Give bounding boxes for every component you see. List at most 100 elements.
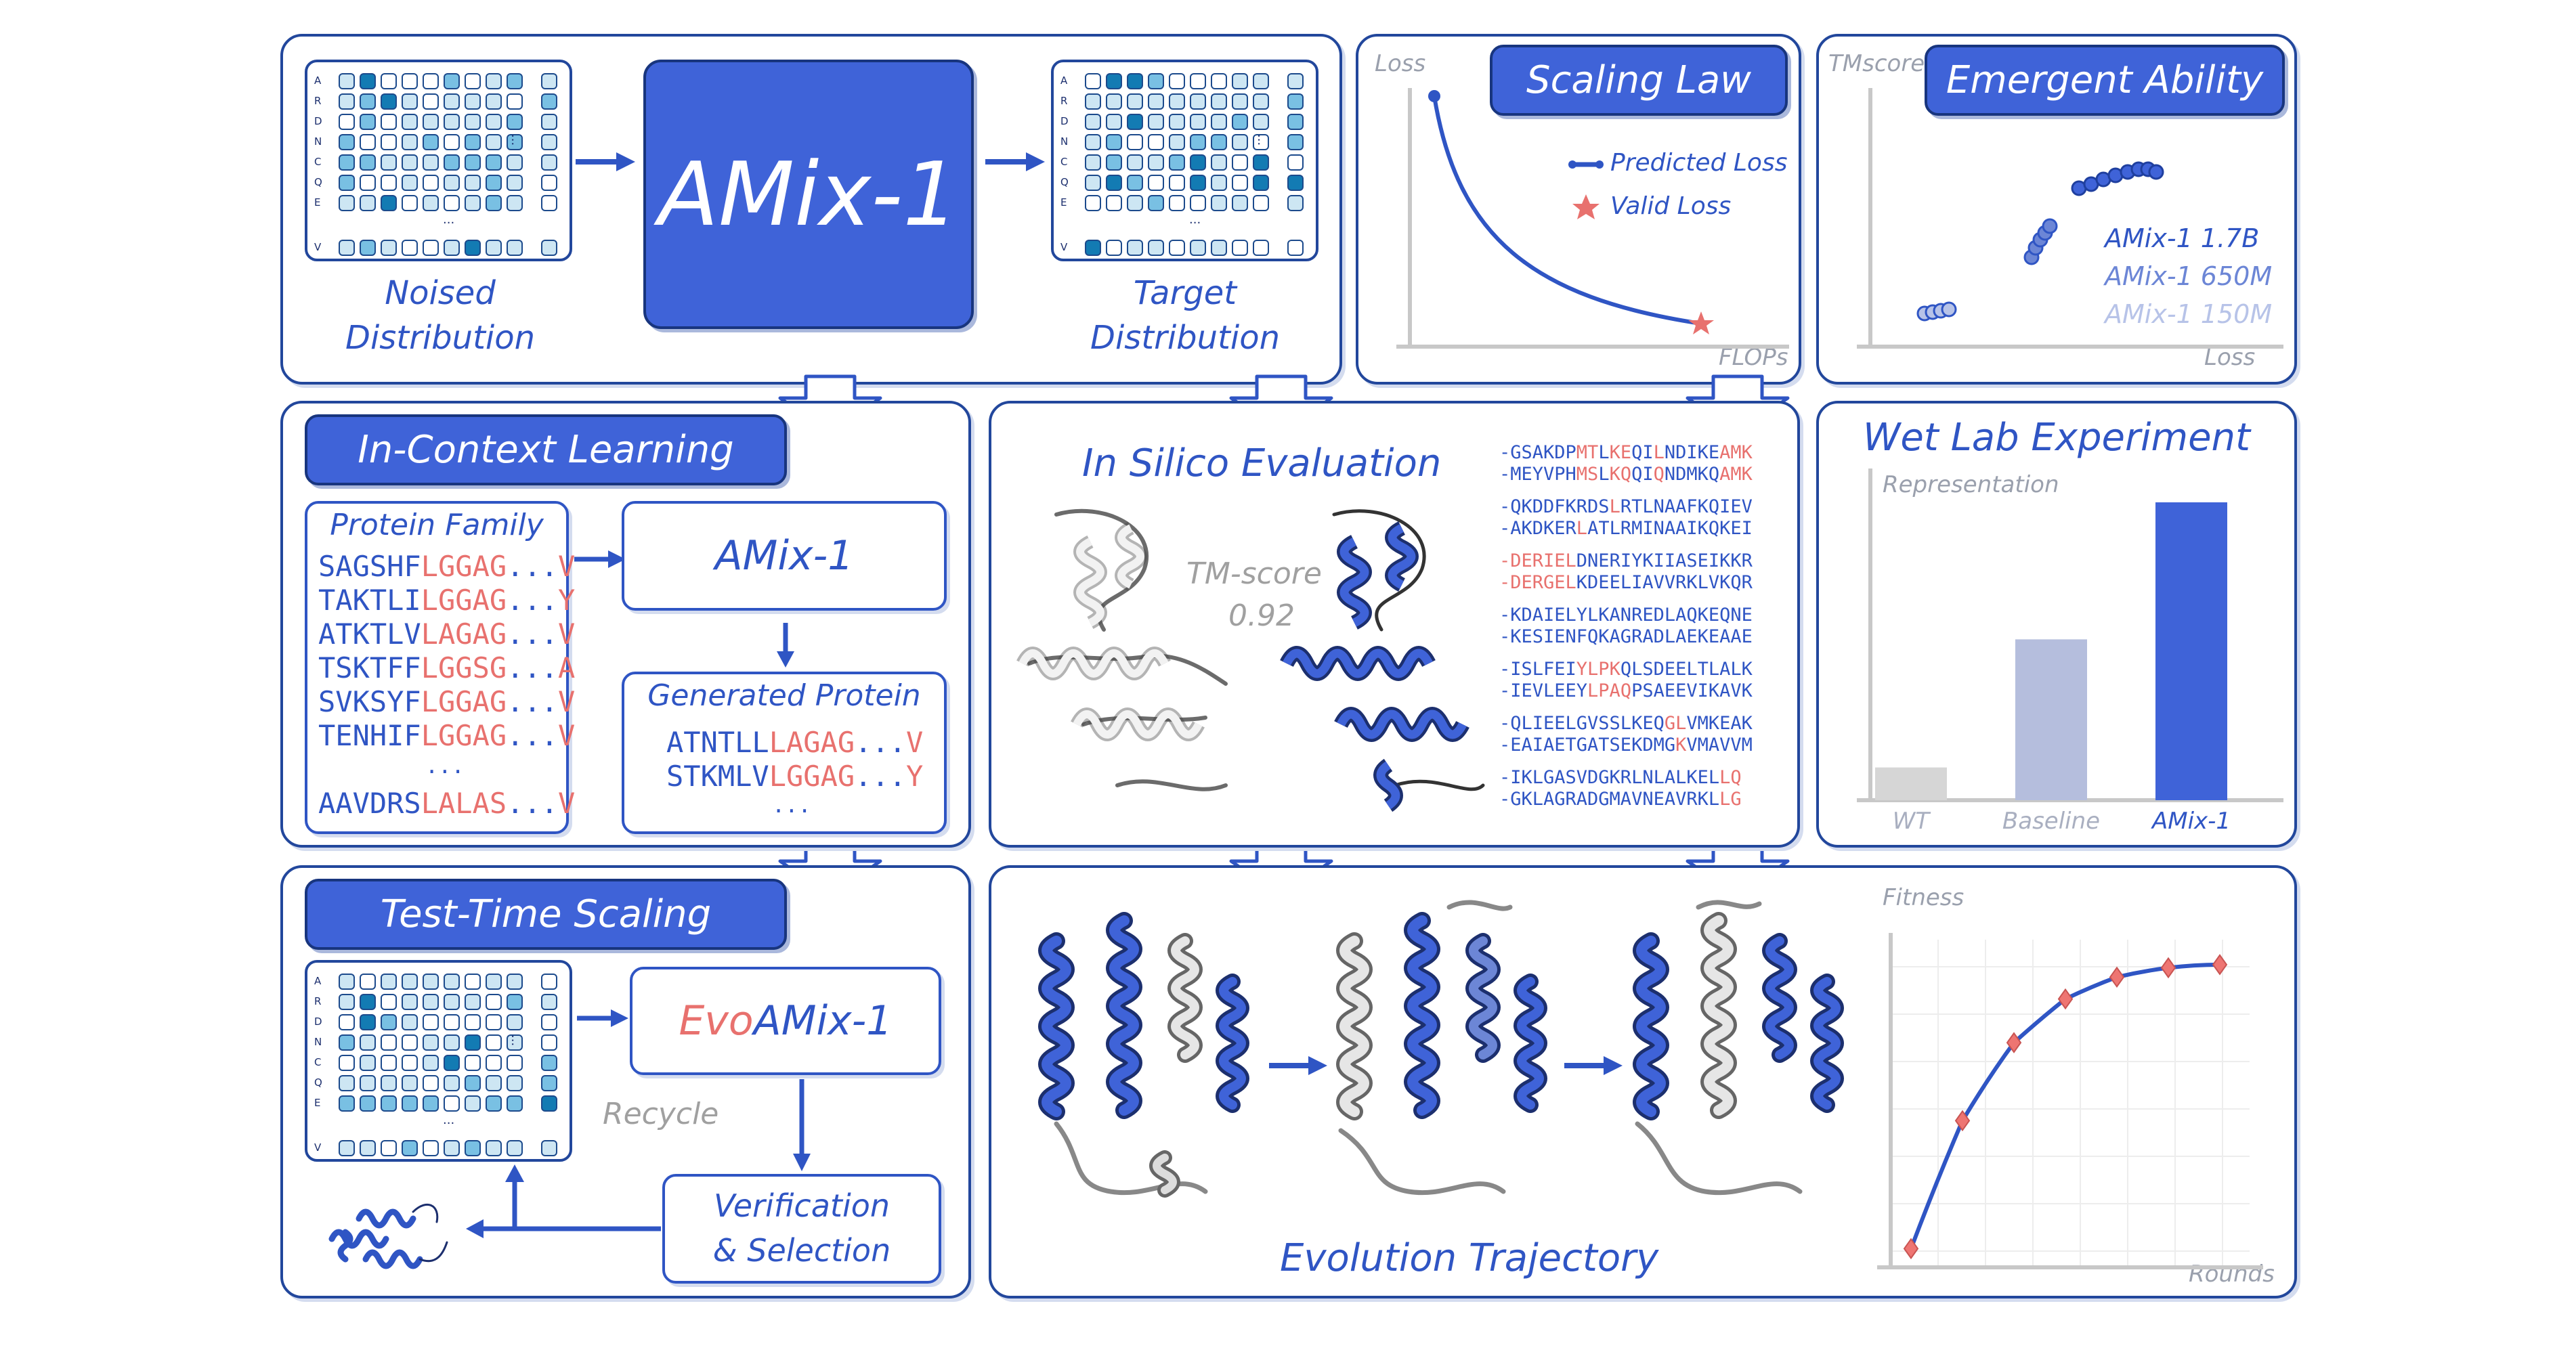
evaluation-sequence-segment: MS	[1576, 464, 1599, 485]
matrix-cell	[423, 1014, 439, 1030]
matrix-row-letter: V	[314, 241, 322, 253]
sequence-row: AAVDRSLALAS...V	[318, 787, 575, 820]
matrix-cell	[339, 1140, 355, 1156]
matrix-cell	[507, 1140, 523, 1156]
matrix-cell	[486, 1055, 502, 1071]
sequence-segment: V	[558, 617, 576, 651]
evaluation-sequence-segment: -QKDDFKRDS	[1499, 496, 1610, 517]
matrix-cell	[465, 1140, 481, 1156]
matrix-cell	[1127, 114, 1143, 130]
generated-protein-title: Generated Protein	[647, 678, 921, 713]
matrix-cell	[1232, 240, 1248, 256]
matrix-cell	[423, 114, 439, 130]
matrix-cell	[339, 154, 355, 171]
sequence-row: SAGSHFLGGAG...V	[318, 550, 575, 583]
matrix-cell	[1190, 114, 1206, 130]
amix-model-block: AMix-1	[643, 60, 974, 329]
sequence-segment: ...	[507, 719, 559, 752]
matrix-cell	[339, 195, 355, 211]
sequence-row: TENHIFLGGAG...V	[318, 719, 575, 752]
matrix-cell	[1232, 154, 1248, 171]
evaluation-sequence-line: -DERIELDNERIYKIIASEIKKR	[1499, 550, 1753, 573]
target-distribution-label: Target Distribution	[1090, 274, 1281, 357]
evaluation-sequence-line: -AKDKERLATLRMINAAIKQKEI	[1499, 517, 1753, 540]
matrix-cell	[1232, 134, 1248, 150]
arrow-evo-to-verify	[793, 1079, 811, 1171]
fitness-grid	[1890, 940, 2250, 1267]
matrix-cell	[1190, 175, 1206, 191]
output-protein-icon	[328, 1203, 448, 1269]
matrix-cell	[465, 1014, 481, 1030]
sequence-segment: GAG	[803, 760, 855, 793]
matrix-cell	[507, 175, 523, 191]
points-1-7b	[2071, 161, 2164, 196]
matrix-row-letter: V	[1060, 241, 1068, 253]
matrix-cell	[1085, 73, 1101, 89]
matrix-cell	[444, 1095, 460, 1112]
point-650m-5	[2042, 218, 2058, 234]
matrix-cell	[423, 175, 439, 191]
matrix-row-letter: Q	[314, 1076, 322, 1089]
matrix-cell	[402, 1055, 418, 1071]
matrix-cell	[486, 134, 502, 150]
sequence-segment: V	[558, 685, 576, 718]
matrix-cell	[486, 154, 502, 171]
evaluation-sequence-segment: L	[1609, 496, 1620, 517]
bar-label-wt: WT	[1893, 808, 1931, 835]
matrix-cell	[381, 154, 397, 171]
matrix-row-letter: E	[314, 1097, 321, 1109]
matrix-cell	[541, 1075, 557, 1091]
matrix-cell	[402, 1095, 418, 1112]
evaluation-sequence-segment: L	[1653, 442, 1665, 463]
matrix-cell	[1106, 73, 1122, 89]
evaluation-sequence-line: -KDAIELYLKANREDLAQKEQNE	[1499, 604, 1753, 627]
sequence-segment: ...	[855, 760, 907, 793]
evaluation-sequence-line: -QKDDFKRDSLRTLNAAFKQIEV	[1499, 496, 1753, 519]
matrix-cell	[381, 1055, 397, 1071]
matrix-cell	[541, 154, 557, 171]
matrix-cell	[1169, 154, 1185, 171]
matrix-row-letter: Q	[314, 176, 322, 188]
protein-family-title: Protein Family	[330, 508, 544, 542]
matrix-cell	[423, 1095, 439, 1112]
matrix-cell	[360, 114, 376, 130]
matrix-cell	[541, 1055, 557, 1071]
matrix-cell	[1169, 240, 1185, 256]
evaluation-sequence-segment: -DERIEL	[1499, 550, 1576, 571]
matrix-cell	[1127, 93, 1143, 110]
evaluation-sequence-segment: RTLNAAFKQIEV	[1620, 496, 1753, 517]
matrix-cell	[360, 994, 376, 1010]
sequence-segment: GAG	[455, 550, 507, 583]
evaluation-sequence-segment: DNERIYKIIASEIKKR	[1576, 550, 1753, 571]
evaluation-sequence-segment: QI	[1631, 464, 1654, 485]
matrix-row-letter: N	[314, 1036, 322, 1048]
matrix-cell	[1253, 154, 1269, 171]
matrix-cell	[402, 994, 418, 1010]
matrix-cell	[1127, 73, 1143, 89]
matrix-cell	[465, 1055, 481, 1071]
evaluation-sequence-segment: QLSDEELTLALK	[1620, 659, 1753, 680]
matrix-cell	[1085, 93, 1101, 110]
matrix-cell	[444, 1055, 460, 1071]
evaluation-sequence-segment: -IEVLEEY	[1499, 680, 1588, 701]
matrix-cell	[1085, 195, 1101, 211]
emergent-legend-1-7b: AMix-1 1.7B	[2105, 223, 2260, 253]
matrix-cell	[444, 134, 460, 150]
matrix-cell	[339, 1014, 355, 1030]
matrix-cell	[444, 1075, 460, 1091]
matrix-row-letter: D	[314, 1016, 322, 1028]
matrix-cell	[486, 195, 502, 211]
matrix-cell	[1211, 175, 1227, 191]
matrix-cell	[444, 154, 460, 171]
matrix-row-letter: A	[314, 975, 322, 987]
evaluation-sequence-segment: AMK	[1719, 442, 1753, 463]
matrix-cell	[1211, 195, 1227, 211]
matrix-cell	[1211, 114, 1227, 130]
matrix-cell	[1287, 175, 1304, 191]
matrix-cell	[402, 1140, 418, 1156]
fitness-point-round-6	[2160, 957, 2176, 979]
legend-valid-star	[1572, 194, 1600, 219]
